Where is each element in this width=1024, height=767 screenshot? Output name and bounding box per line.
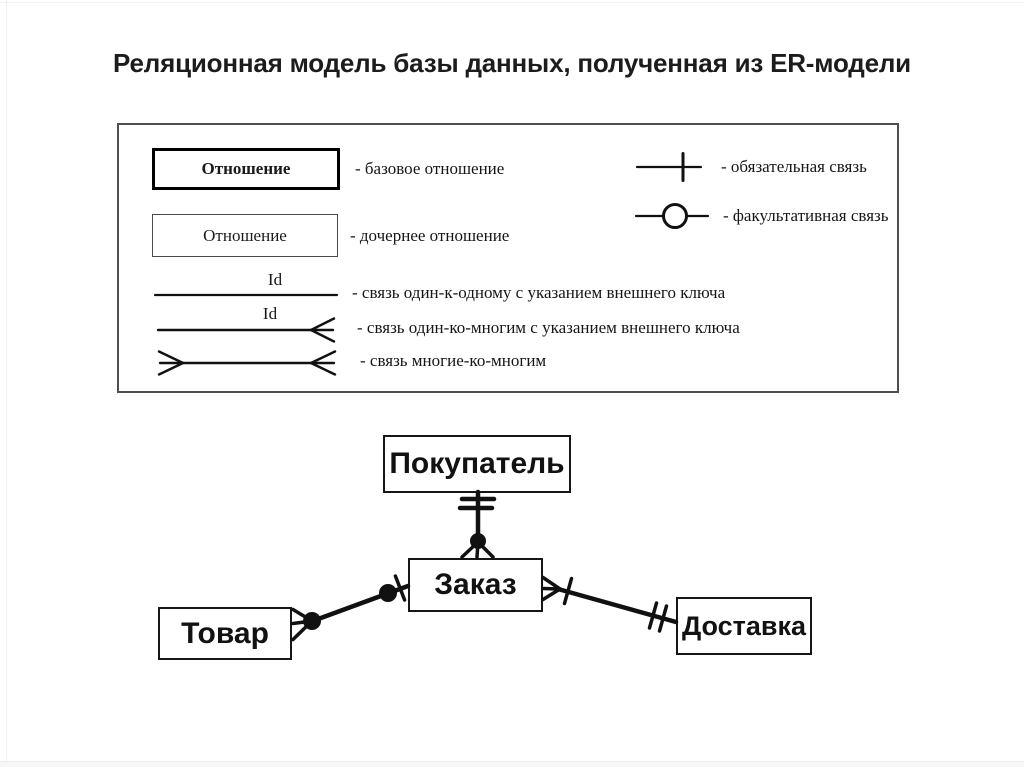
legend-base-relation-box-label: Отношение — [201, 159, 291, 178]
entity-pokupatel: Покупатель — [383, 435, 571, 493]
page-title: Реляционная модель базы данных, полученн… — [113, 48, 911, 78]
legend-base-relation-box: Отношение — [152, 148, 340, 190]
legend-one-to-one-id-label: Id — [267, 270, 283, 289]
entity-tovar-label: Товар — [181, 616, 269, 650]
link-zakaz-dostavka — [541, 575, 679, 633]
slide-left-edge — [6, 0, 7, 762]
legend-base-relation-desc: - базовое отношение — [355, 159, 505, 178]
legend-mandatory-desc: - обязательная связь — [721, 157, 867, 176]
legend-child-relation-desc: - дочернее отношение — [350, 226, 510, 245]
legend-one-to-many-desc: - связь один-ко-многим с указанием внешн… — [357, 318, 740, 337]
legend-child-relation-box: Отношение — [152, 214, 338, 257]
entity-tovar: Товар — [158, 607, 292, 660]
link-tovar-zakaz — [291, 574, 411, 642]
link-pokupatel-zakaz — [457, 489, 497, 559]
legend-many-to-many-desc: - связь многие-ко-многим — [360, 351, 547, 370]
footer-strip — [0, 761, 1024, 767]
entity-pokupatel-label: Покупатель — [389, 447, 565, 480]
legend-optional-desc: - факультативная связь — [723, 206, 889, 225]
legend-child-relation-box-label: Отношение — [203, 225, 287, 245]
legend-one-to-many-id-label: Id — [262, 304, 278, 323]
entity-zakaz: Заказ — [408, 558, 543, 612]
entity-dostavka-label: Доставка — [681, 610, 807, 641]
entity-dostavka: Доставка — [676, 597, 812, 655]
legend-one-to-one-desc: - связь один-к-одному с указанием внешне… — [352, 283, 726, 302]
entity-zakaz-label: Заказ — [434, 568, 517, 601]
slide-top-edge — [0, 2, 1024, 3]
